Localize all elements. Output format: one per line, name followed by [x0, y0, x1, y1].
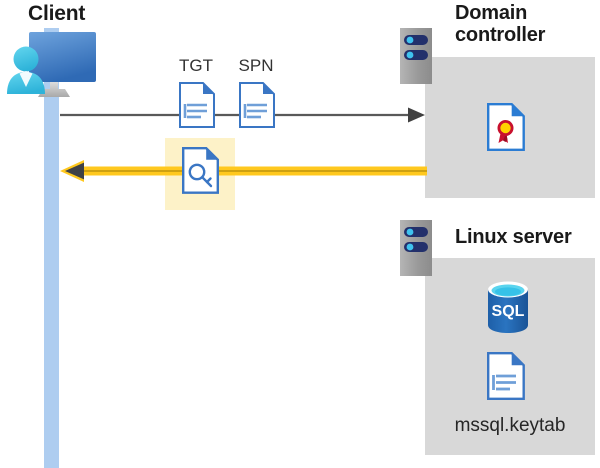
spn-document-icon: [239, 82, 275, 128]
keytab-document-icon: [487, 352, 525, 400]
certificate-document-icon: [487, 103, 525, 151]
sql-badge-text: SQL: [492, 303, 525, 320]
keytab-file-label: mssql.keytab: [454, 415, 566, 436]
server-rack-icon-domain-controller: [400, 28, 432, 84]
spn-label: SPN: [238, 56, 274, 75]
client-lifeline: [44, 28, 59, 468]
service-ticket-key-document-icon: [182, 147, 219, 194]
client-title: Client: [28, 2, 86, 25]
server-rack-icon-linux-server: [400, 220, 432, 276]
tgt-label: TGT: [179, 56, 213, 75]
request-arrow-client-to-domain-controller: [60, 104, 425, 126]
domain-controller-title: Domain controller: [455, 2, 546, 47]
tgt-document-icon: [179, 82, 215, 128]
linux-server-title: Linux server: [455, 226, 572, 248]
client-workstation-icon: [6, 27, 106, 105]
sql-database-icon: SQL: [484, 280, 532, 334]
response-arrow-domain-controller-to-client: [60, 158, 427, 184]
